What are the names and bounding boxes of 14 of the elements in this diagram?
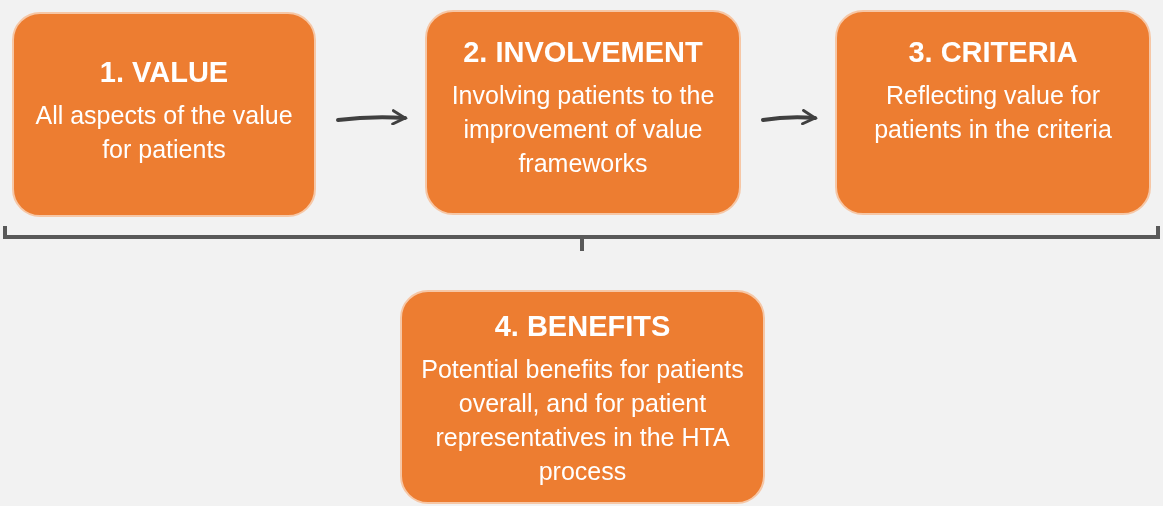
process-box bbox=[425, 10, 741, 215]
box-heading: 1. VALUE bbox=[98, 55, 230, 90]
box-description: Involving patients to the improvement of value frameworks bbox=[450, 80, 716, 179]
box-description: Potential benefits for patients overall, and for patient representatives in the HTA process bbox=[420, 354, 745, 487]
process-box bbox=[400, 290, 765, 504]
box-heading: 2. INVOLVEMENT bbox=[462, 35, 704, 70]
box-description: Reflecting value for patients in the criteria bbox=[873, 80, 1113, 145]
arrow bbox=[761, 109, 817, 126]
box-description: All aspects of the value for patients bbox=[34, 100, 294, 165]
process-box bbox=[12, 12, 316, 217]
box-heading: 3. CRITERIA bbox=[907, 35, 1079, 70]
box-heading: 4. BENEFITS bbox=[493, 309, 672, 344]
process-box bbox=[835, 10, 1151, 215]
arrow bbox=[336, 109, 407, 126]
